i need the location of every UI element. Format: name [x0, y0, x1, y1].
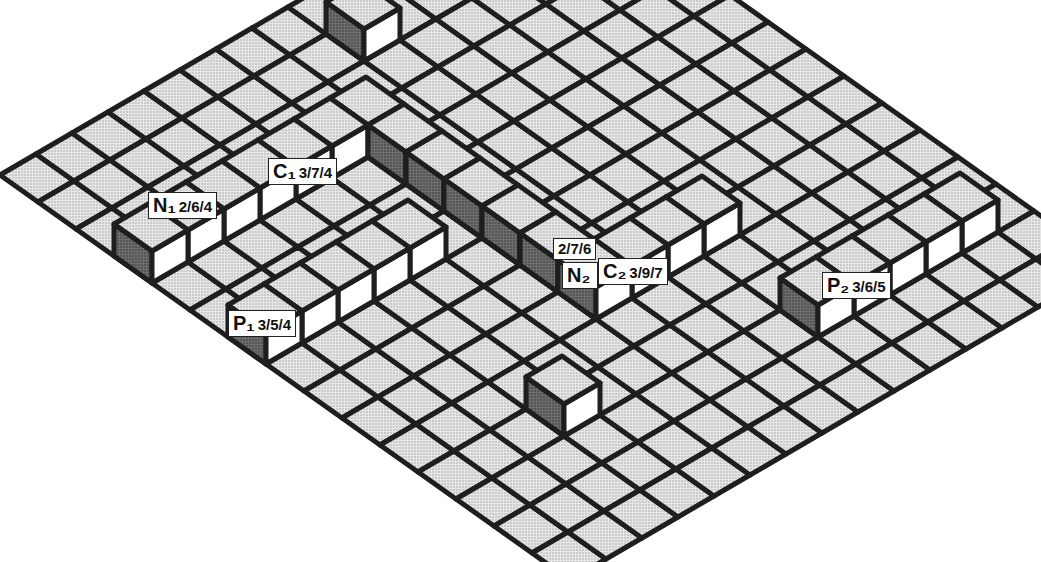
label-patch: P₂3/6/5: [822, 272, 891, 299]
label-patch: C₁3/7/4: [268, 158, 337, 185]
floor-cell: [1000, 259, 1041, 307]
label-patch: C₂3/9/7: [598, 258, 668, 285]
coordinate-label: 3/9/7: [629, 264, 662, 281]
label-patch: P₁3/5/4: [228, 310, 296, 337]
coordinate-label: 3/7/4: [299, 164, 332, 181]
point-name: N₂: [567, 264, 590, 286]
wall-top: [526, 356, 600, 404]
point-name: C₂: [603, 260, 626, 282]
floor-cell: [998, 211, 1041, 259]
point-name: C₁: [273, 160, 296, 182]
label-patch: 2/7/6: [553, 238, 596, 260]
coordinate-label: 2/6/4: [179, 198, 212, 215]
coordinate-label: 3/5/4: [258, 316, 291, 333]
coordinate-label: 2/7/6: [558, 240, 591, 257]
wall-top: [326, 0, 400, 29]
coordinate-label: 3/6/5: [852, 278, 885, 295]
point-name: N₁: [153, 194, 176, 216]
floor-cell: [1036, 238, 1041, 286]
label-patch: N₁2/6/4: [148, 192, 217, 219]
label-patch: N₂: [562, 262, 598, 289]
point-name: P₁: [233, 312, 255, 334]
point-name: P₂: [827, 274, 849, 296]
